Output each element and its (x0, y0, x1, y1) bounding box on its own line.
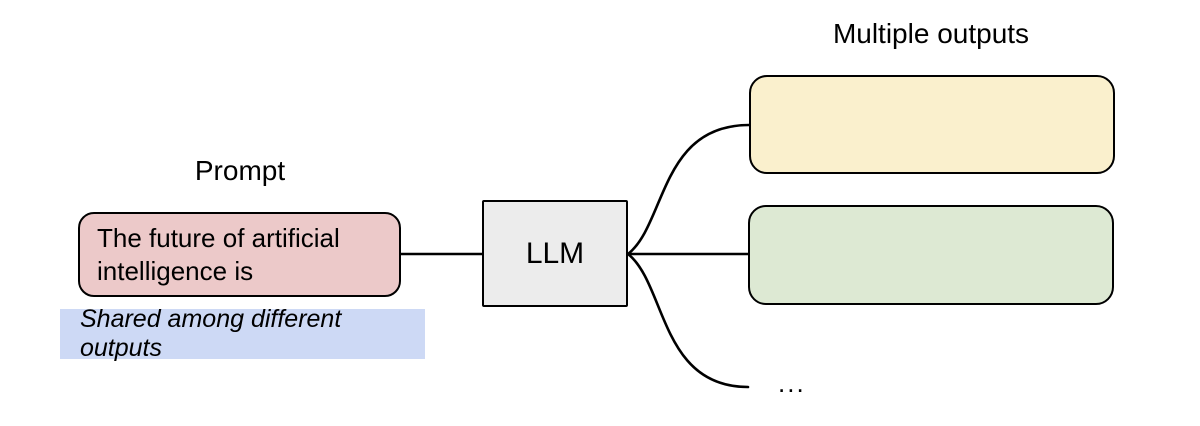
prompt-label: Prompt (194, 155, 286, 186)
output-box-1 (749, 75, 1115, 174)
llm-box-label: LLM (525, 236, 585, 270)
prompt-box: The future of artificial intelligence is (78, 212, 401, 297)
prompt-box-text: The future of artificial intelligence is (97, 223, 340, 286)
connector-llm-to-ellipsis (626, 252, 750, 389)
output-box-2 (748, 205, 1114, 305)
llm-box: LLM (482, 200, 628, 307)
shared-note: Shared among different outputs (60, 305, 425, 362)
more-outputs-ellipsis: ... (778, 368, 806, 398)
connector-llm-to-output-1 (626, 123, 751, 256)
multiple-outputs-label: Multiple outputs (832, 18, 1030, 49)
